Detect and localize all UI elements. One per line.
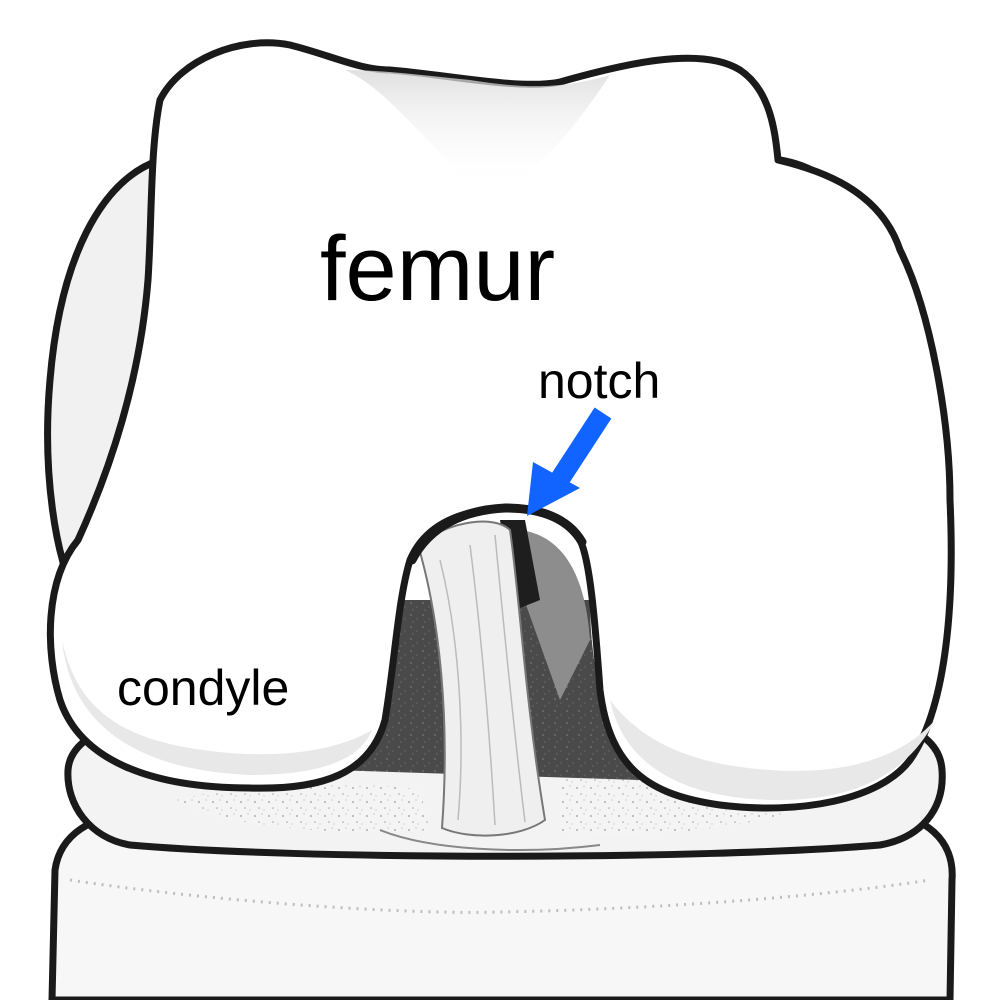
condyle-shade-left bbox=[62, 640, 372, 775]
cruciate-ligament bbox=[416, 520, 547, 837]
femur-label: femur bbox=[320, 218, 555, 320]
condyle-label: condyle bbox=[117, 660, 289, 716]
femur-bone bbox=[46, 39, 955, 812]
notch-label: notch bbox=[538, 353, 660, 409]
trochlear-groove bbox=[345, 70, 610, 190]
notch-arrow bbox=[527, 407, 612, 516]
notch-rim bbox=[407, 503, 587, 565]
condyle-shade-right bbox=[610, 700, 935, 800]
